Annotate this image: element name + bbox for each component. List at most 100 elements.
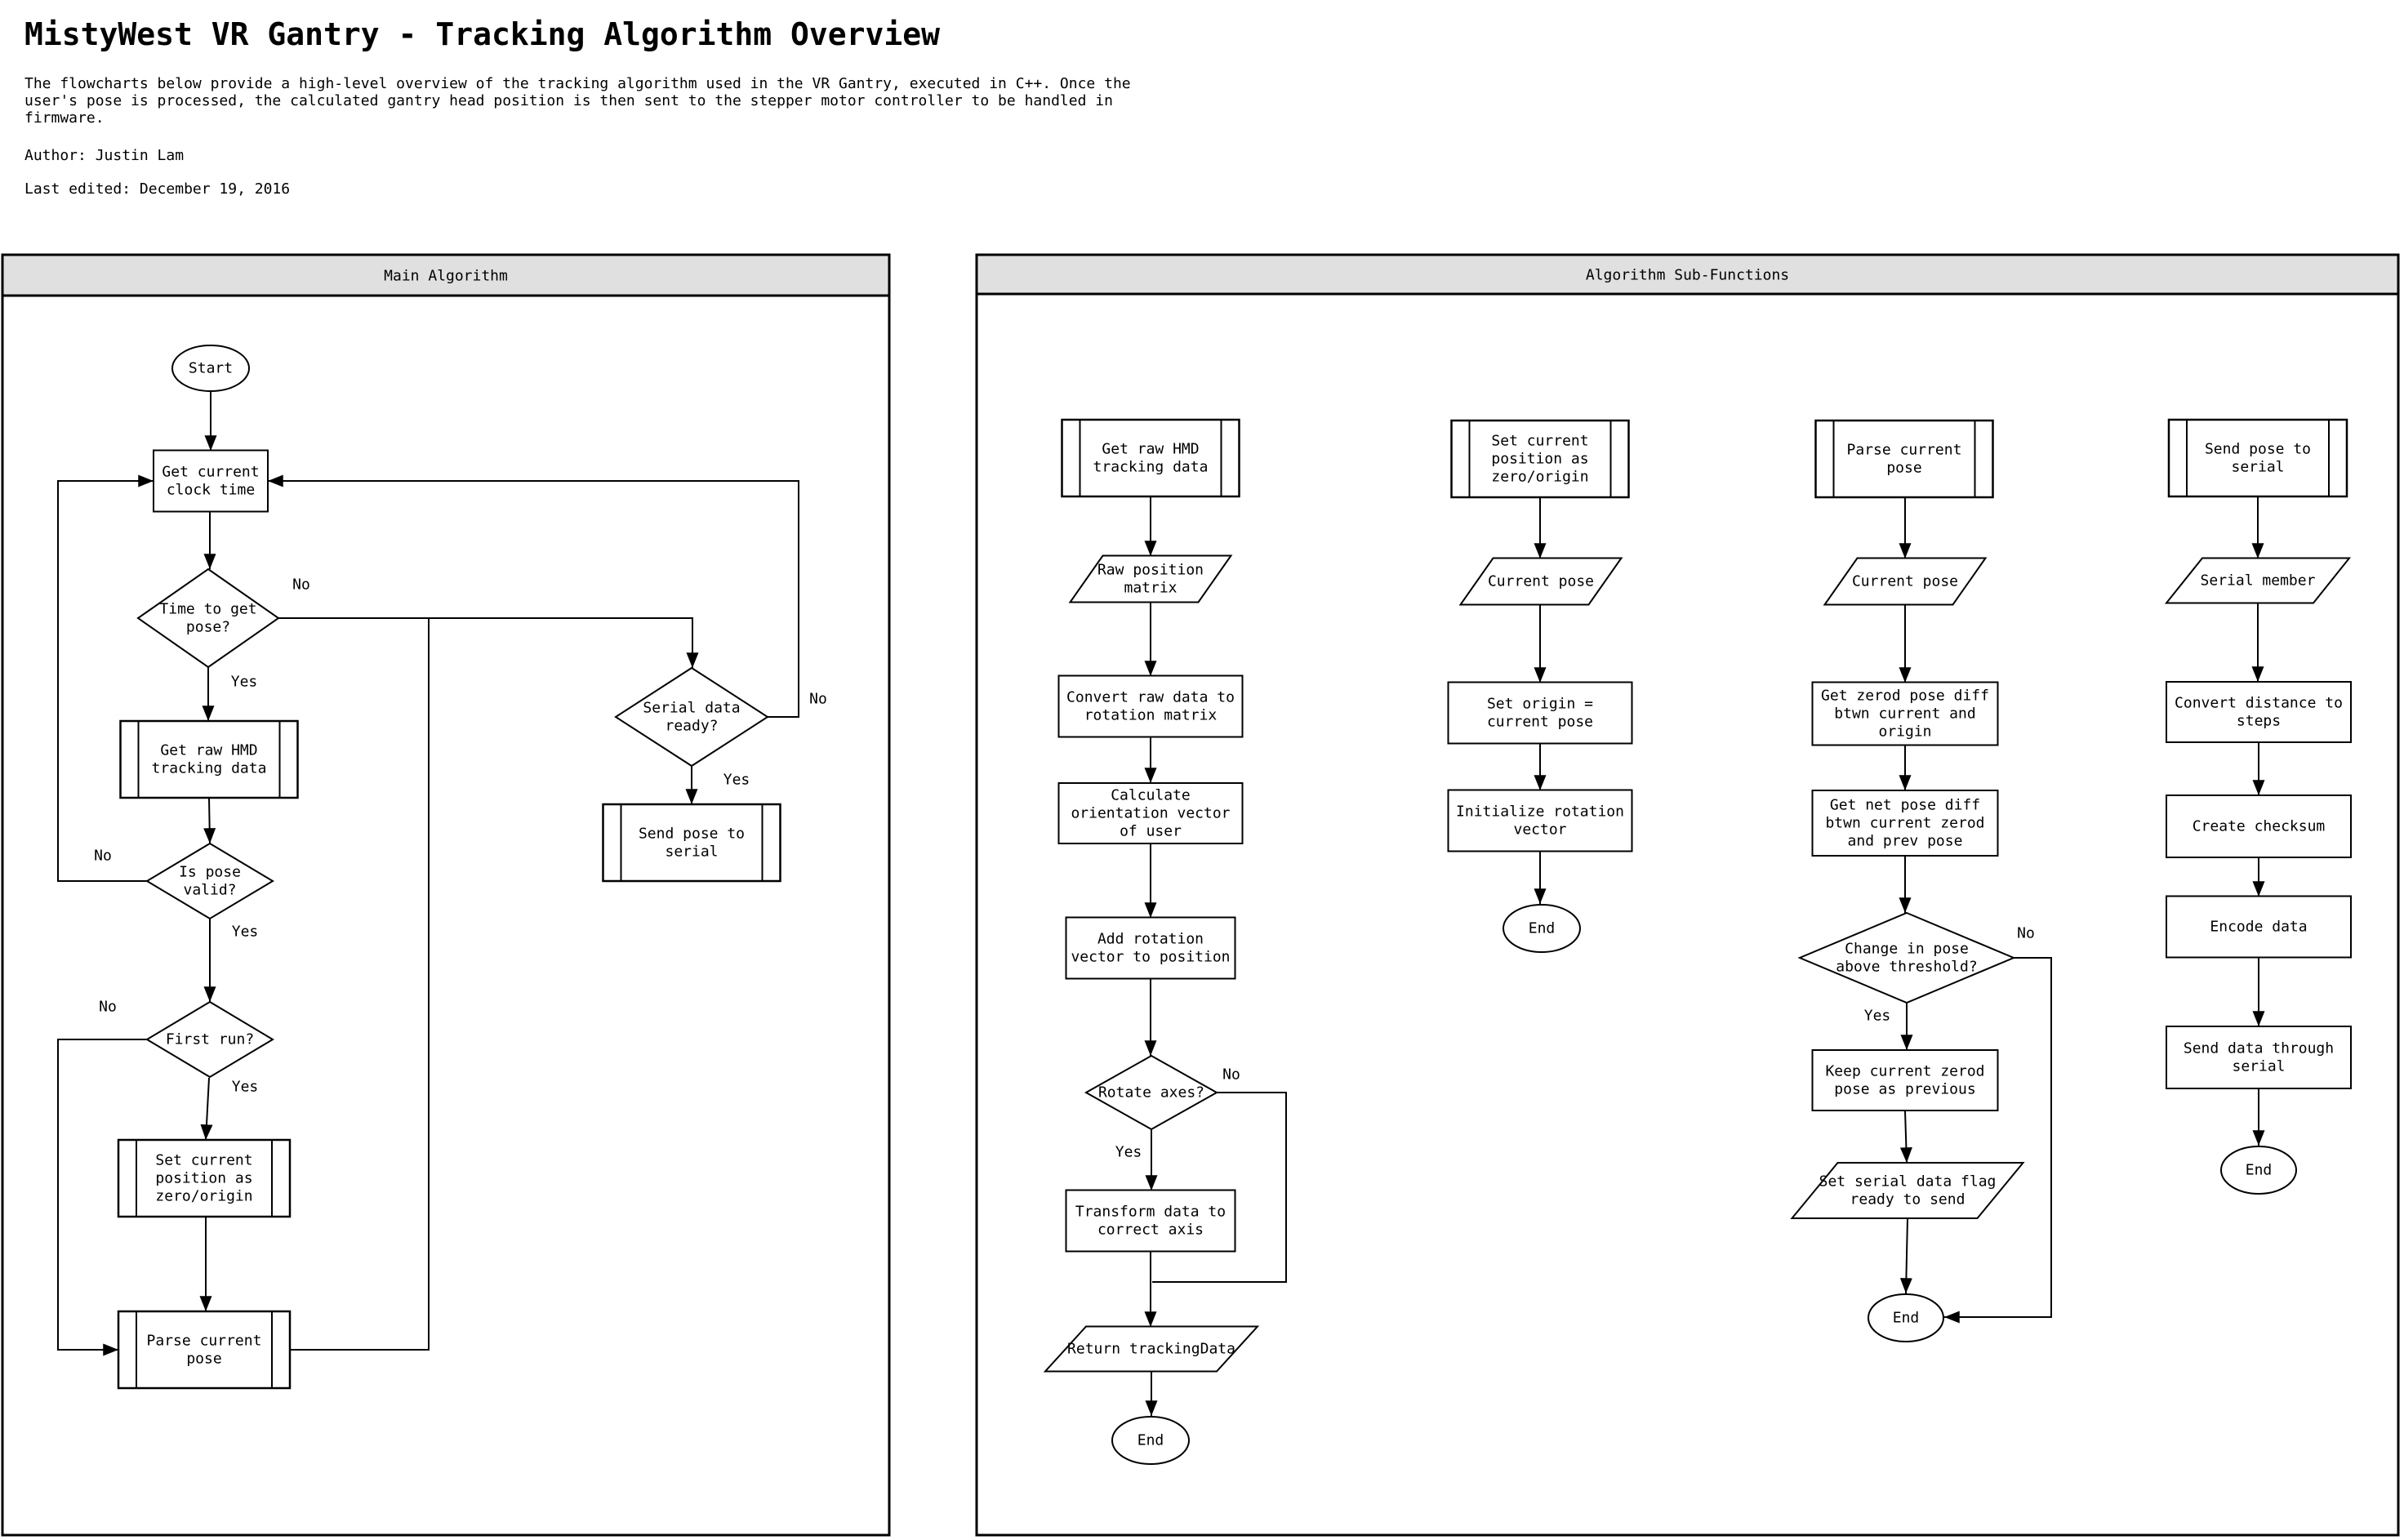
subroutine-shape	[1814, 419, 1994, 499]
process-shape	[1447, 681, 1633, 745]
node-end-2: End	[1502, 904, 1581, 953]
node-current-pose-2: Current pose	[1823, 557, 1988, 606]
document-title: MistyWest VR Gantry - Tracking Algorithm…	[24, 16, 941, 52]
node-return-trackingdata: Return trackingData	[1043, 1325, 1260, 1373]
process-shape	[153, 449, 269, 513]
branch-label: No	[292, 576, 310, 594]
node-label: Encode data	[2210, 919, 2307, 936]
node-rotate-axes: Rotate axes?	[1084, 1054, 1219, 1131]
node-label: Current pose	[1488, 573, 1594, 590]
branch-label: No	[1222, 1066, 1240, 1084]
terminator-shape	[1868, 1293, 1944, 1342]
data-shape	[1790, 1162, 2025, 1219]
process-shape	[1065, 916, 1236, 980]
flow-edge	[203, 797, 216, 844]
branch-label: No	[94, 848, 112, 865]
terminator-shape	[2220, 1146, 2297, 1195]
node-encode-data: Encode data	[2166, 895, 2352, 959]
data-shape	[2164, 557, 2352, 604]
decision-shape	[1084, 1054, 1219, 1131]
data-shape	[1458, 557, 1623, 606]
branch-label: Yes	[232, 924, 259, 941]
branch-label: No	[809, 691, 827, 708]
node-label: First run?	[166, 1031, 254, 1048]
data-shape	[1043, 1325, 1260, 1373]
branch-label: No	[2017, 925, 2035, 942]
flow-edge	[268, 474, 799, 718]
subroutine-shape	[117, 1138, 292, 1218]
flow-edge	[290, 618, 430, 1351]
process-shape	[1447, 789, 1633, 852]
terminator-shape	[171, 345, 250, 392]
node-set-origin-equals-current-pose: Set origin =current pose	[1447, 681, 1633, 745]
flow-edge	[1899, 1217, 1912, 1294]
node-end-3: End	[1868, 1293, 1944, 1342]
panel-title-bar	[1, 253, 891, 297]
branch-label: Yes	[231, 674, 258, 691]
node-label: Return trackingData	[1067, 1341, 1235, 1358]
process-shape	[2166, 681, 2352, 743]
panel-main-algorithm: Main AlgorithmYesNoNoYesNoYesYesNoStartG…	[1, 253, 891, 1537]
process-shape	[2166, 1026, 2352, 1089]
node-first-run: First run?	[145, 1000, 274, 1079]
panel-title-bar	[975, 253, 2400, 296]
subroutine-shape	[1450, 419, 1630, 499]
node-label: End	[1529, 920, 1556, 937]
document-author: Author: Justin Lam	[24, 147, 185, 164]
subroutine-shape	[119, 719, 299, 799]
decision-shape	[1797, 911, 2016, 1004]
node-label: End	[1137, 1432, 1164, 1449]
branch-label: No	[99, 999, 117, 1016]
flow-edge	[1899, 1110, 1912, 1164]
node-label: Set origin =current pose	[1487, 696, 1593, 731]
document-last-edited: Last edited: December 19, 2016	[24, 180, 291, 198]
node-label: End	[1893, 1310, 1920, 1327]
process-shape	[1811, 790, 1999, 857]
node-label: Create checksum	[2193, 818, 2326, 835]
decision-shape	[136, 567, 280, 669]
decision-shape	[145, 842, 274, 920]
flow-edge	[57, 1039, 147, 1356]
branch-label: Yes	[723, 772, 750, 789]
flow-edge	[278, 617, 699, 668]
process-shape	[1057, 782, 1244, 844]
branch-label: Yes	[232, 1079, 259, 1096]
branch-label: Yes	[1864, 1008, 1891, 1025]
data-shape	[1823, 557, 1988, 606]
